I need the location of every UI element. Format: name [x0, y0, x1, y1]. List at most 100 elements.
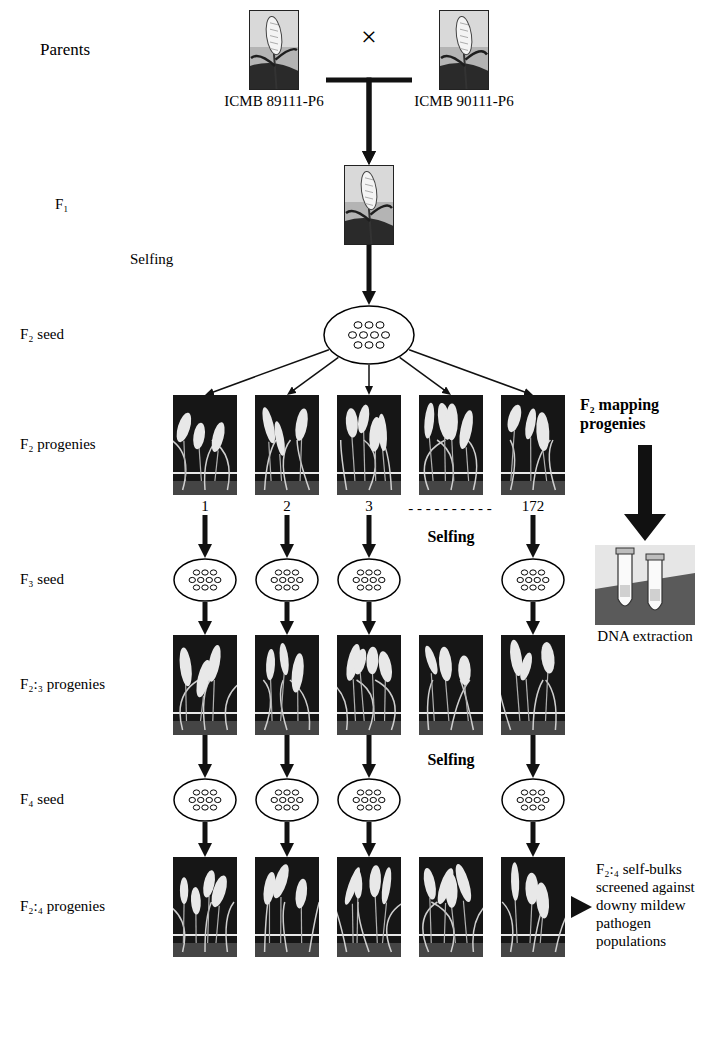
seed	[357, 805, 363, 810]
row-label: F₂ seed	[20, 325, 64, 343]
panicle-texture	[365, 203, 373, 205]
seed-bag-outline	[256, 559, 318, 601]
seed	[360, 332, 368, 339]
seed	[362, 797, 368, 802]
plant-stem	[445, 679, 448, 721]
image-caption: DNA extraction	[593, 625, 697, 645]
seed-bag-outline	[338, 559, 400, 601]
plant-stem	[271, 678, 273, 721]
photo-ground	[440, 11, 489, 90]
panicle-texture	[365, 191, 373, 193]
plant-stem	[364, 431, 365, 481]
photo-bar	[337, 472, 401, 474]
seed-ellipse	[337, 558, 401, 602]
plant-panicle	[423, 402, 436, 439]
seed	[521, 585, 527, 590]
seed	[530, 790, 536, 795]
progeny-photo	[335, 857, 403, 957]
flow-arrow	[203, 602, 208, 625]
seed	[275, 790, 281, 795]
seed-ellipse	[501, 778, 565, 822]
plant-panicle	[510, 862, 519, 901]
plant-stem	[297, 691, 298, 721]
plant-leaf	[441, 56, 465, 66]
panicle-texture	[460, 36, 468, 38]
plant-panicle	[294, 878, 309, 909]
progeny-photo	[253, 857, 321, 957]
seed	[354, 322, 362, 329]
photo-ground	[337, 395, 401, 495]
seed	[374, 570, 380, 575]
plant-leaf	[337, 680, 347, 730]
progeny-photo	[499, 635, 567, 735]
progeny-photo: 3	[335, 395, 403, 515]
plant-panicle	[377, 650, 395, 683]
plant-stem	[269, 442, 271, 481]
plant-picture	[173, 635, 237, 735]
plant-picture	[501, 857, 565, 957]
cross-symbol: ×	[361, 20, 377, 54]
plant-panicle	[421, 867, 438, 900]
seed	[292, 790, 298, 795]
progeny-photo	[417, 635, 485, 735]
plant-panicle	[356, 404, 371, 434]
seed	[365, 342, 373, 349]
flow-arrow	[367, 602, 372, 625]
plant-stem	[464, 683, 468, 721]
seed	[362, 577, 368, 582]
seed	[275, 805, 281, 810]
photo-bar	[419, 472, 483, 474]
plant-stem	[184, 441, 186, 481]
seed	[280, 797, 286, 802]
row-label: F₃ seed	[20, 570, 64, 588]
flow-arrow	[531, 515, 536, 548]
plant-leaf	[251, 56, 275, 66]
plant-stem	[201, 696, 204, 721]
plant-stem	[543, 449, 547, 481]
plant-stem	[452, 906, 456, 943]
seed	[210, 805, 216, 810]
photo-bar	[501, 934, 565, 936]
seed	[530, 805, 536, 810]
tube-body	[618, 553, 632, 606]
plant-stem	[356, 897, 358, 943]
progeny-photo: 1	[171, 395, 239, 515]
flow-arrow	[531, 602, 536, 625]
step-label: Selfing	[427, 750, 474, 769]
plant-leaf	[549, 440, 555, 490]
seed	[379, 797, 385, 802]
plant-picture	[344, 165, 394, 245]
plant-panicle	[293, 408, 310, 442]
plant-stem	[375, 895, 377, 943]
photo-ground	[173, 635, 237, 735]
seed	[543, 577, 549, 582]
plant-stem	[300, 439, 302, 481]
plant-stem	[526, 679, 529, 721]
plant-panicle	[264, 16, 284, 56]
photo-ground	[250, 11, 299, 90]
seed	[366, 585, 372, 590]
flow-arrow	[203, 515, 208, 548]
seed	[538, 585, 544, 590]
plant-stem	[530, 903, 532, 943]
plant-stem	[466, 447, 468, 481]
plant-stem	[384, 680, 386, 721]
seed	[538, 805, 544, 810]
seed	[521, 570, 527, 575]
seed	[357, 790, 363, 795]
seed	[202, 570, 208, 575]
plant-panicle	[523, 408, 538, 440]
seed	[526, 797, 532, 802]
step-label: Selfing	[130, 250, 173, 268]
seed	[379, 577, 385, 582]
flow-arrow	[285, 822, 290, 847]
seed	[284, 585, 290, 590]
flow-arrow	[409, 350, 527, 393]
plant-leaf	[460, 680, 473, 730]
photo-bar	[501, 472, 565, 474]
plant-leaf	[173, 902, 185, 952]
seed	[297, 797, 303, 802]
step-label: Selfing	[427, 527, 474, 546]
plant-stem	[360, 673, 364, 721]
plant-stem	[463, 901, 467, 943]
